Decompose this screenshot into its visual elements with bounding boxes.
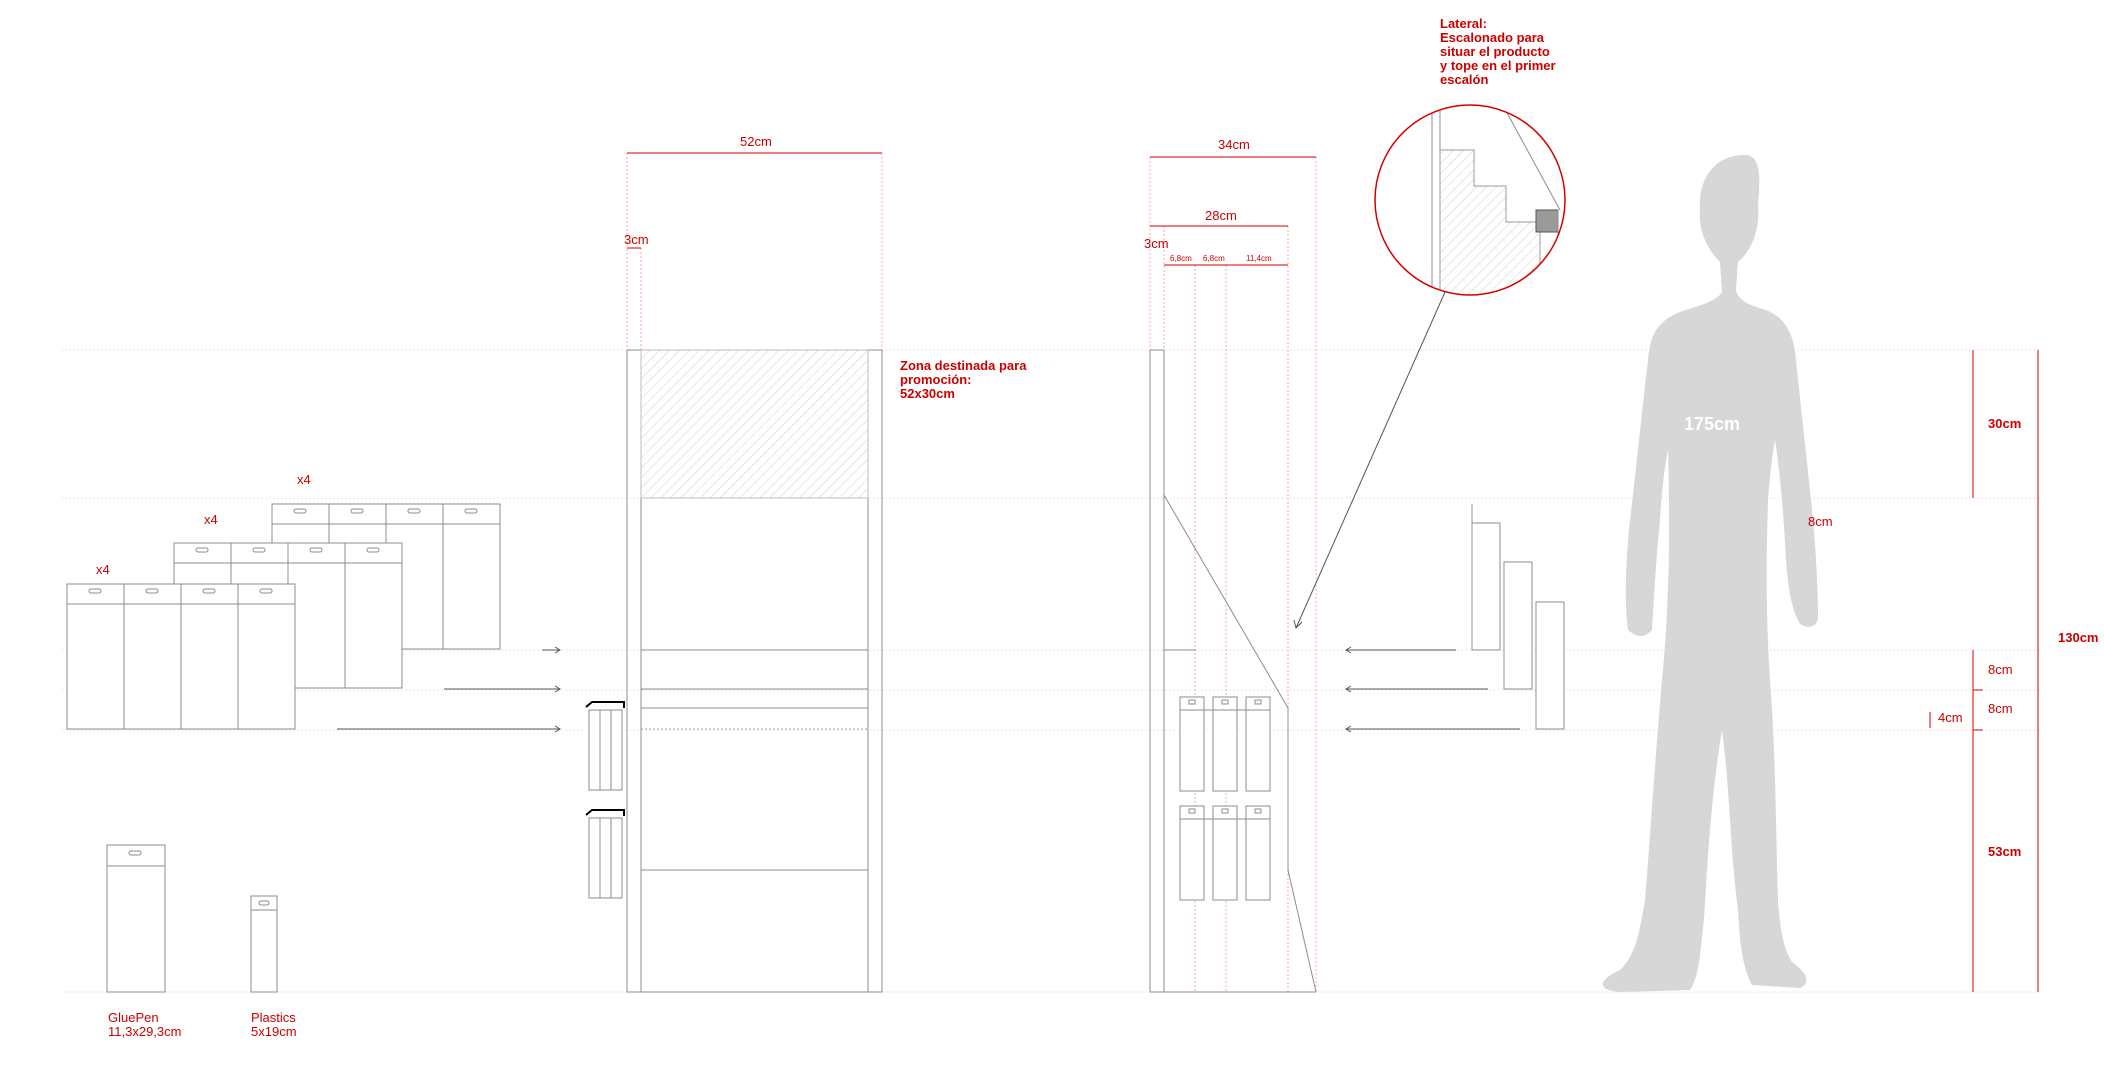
height-s2-label: 8cm xyxy=(1988,701,2013,716)
count-label-row1: x4 xyxy=(96,562,110,577)
plastics-size: 5x19cm xyxy=(251,1024,297,1039)
side-hooks xyxy=(585,701,625,899)
insertion-arrows xyxy=(337,646,1520,733)
zone-title: Zona destinada para xyxy=(900,358,1027,373)
stepped-products-side xyxy=(1471,504,1565,730)
zone-title-line2: promoción: xyxy=(900,372,972,387)
height-s3-label: 4cm xyxy=(1938,710,1963,725)
side-sub3-label: 11,4cm xyxy=(1246,254,1272,263)
callout-line2: Escalonado para xyxy=(1440,30,1545,45)
zone-title-line3: 52x30cm xyxy=(900,386,955,401)
height-top-label: 30cm xyxy=(1988,416,2021,431)
count-label-row2: x4 xyxy=(204,512,218,527)
side-view-products xyxy=(1179,696,1271,901)
height-s1-label: 8cm xyxy=(1988,662,2013,677)
front-side-label: 3cm xyxy=(624,232,649,247)
gluepen-size: 11,3x29,3cm xyxy=(108,1024,181,1039)
detail-callout: Lateral: Escalonado para situar el produ… xyxy=(1293,16,1566,629)
side-side-label: 3cm xyxy=(1144,236,1169,251)
product-row-front xyxy=(66,583,296,730)
product-stack: x4 x4 x4 xyxy=(66,472,501,730)
gluepen-name: GluePen xyxy=(108,1010,159,1025)
callout-line3: situar el producto xyxy=(1440,44,1550,59)
height-dimensions: 30cm 8cm 8cm 8cm 4cm 53cm 130cm xyxy=(1808,350,2098,992)
display-side-view: 34cm 28cm 3cm 6,8cm 6,8cm 11,4cm xyxy=(1144,137,1317,993)
plastics-product: Plastics 5x19cm xyxy=(250,895,297,1039)
side-inner-label: 28cm xyxy=(1205,208,1237,223)
promo-zone xyxy=(640,349,869,499)
height-total-label: 130cm xyxy=(2058,630,2098,645)
count-label-row3: x4 xyxy=(297,472,311,487)
plastics-name: Plastics xyxy=(251,1010,296,1025)
side-width-label: 34cm xyxy=(1218,137,1250,152)
side-sub2-label: 6,8cm xyxy=(1203,254,1225,263)
height-step-label: 8cm xyxy=(1808,514,1833,529)
callout-line1: Lateral: xyxy=(1440,16,1487,31)
height-bottom-label: 53cm xyxy=(1988,844,2021,859)
side-sub1-label: 6,8cm xyxy=(1170,254,1192,263)
human-height-label: 175cm xyxy=(1684,414,1740,434)
callout-line5: escalón xyxy=(1440,72,1488,87)
gluepen-product: GluePen 11,3x29,3cm xyxy=(106,844,181,1039)
front-width-label: 52cm xyxy=(740,134,772,149)
callout-line4: y tope en el primer xyxy=(1440,58,1556,73)
display-front-view: 52cm 3cm Zona destinada para promoción: … xyxy=(585,134,1027,993)
human-silhouette: 175cm xyxy=(1602,155,1818,992)
